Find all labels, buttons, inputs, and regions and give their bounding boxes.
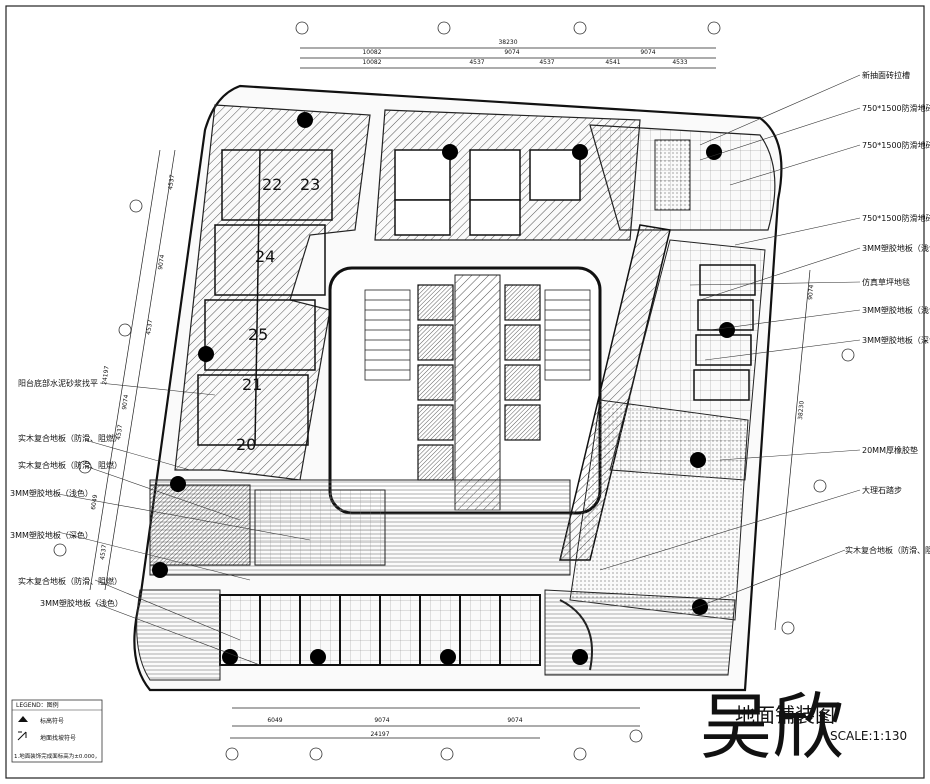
legend-note: 1.地面装饰完成面标高为±0.000，	[14, 752, 100, 760]
left-wing-hatch	[174, 104, 371, 481]
leaders-left	[57, 382, 311, 666]
dim-left-2: 9074	[157, 254, 166, 270]
annotation-right-1: 新抽面砖拉槽	[862, 70, 910, 80]
room-number-2: 24	[255, 247, 275, 266]
dim-left-6: 4537	[115, 424, 124, 440]
dim-left-5: 9074	[121, 394, 130, 410]
annotation-left-7: 3MM塑胶地板（浅色）	[40, 598, 123, 608]
dim-top-row2-5: 4533	[672, 59, 687, 66]
room-number-3: 25	[248, 325, 268, 344]
middle-dark-floor	[149, 484, 251, 566]
annotation-left-4: 3MM塑胶地板（浅色）	[10, 488, 93, 498]
legend-item-level: 标高符号	[40, 717, 64, 725]
room-number-5: 21	[242, 375, 262, 394]
dim-top-3: 9074	[640, 49, 655, 56]
drawing-scale: SCALE:1:130	[830, 729, 907, 743]
annotation-right-7: 3MM塑胶地板（浅色）	[862, 305, 930, 315]
watermark-text: 吴欣	[700, 685, 844, 769]
left-wing-rooms	[197, 149, 333, 446]
top-wing-rooms	[394, 149, 581, 236]
annotation-left-1: 阳台底部水泥砂浆找平	[18, 378, 98, 388]
annotation-left-2: 实木复合地板（防滑、阻燃）	[18, 433, 122, 443]
room-number-4: 23	[300, 175, 320, 194]
dim-top-row2-4: 4541	[605, 59, 620, 66]
dim-top-total: 38230	[498, 39, 517, 46]
annotation-right-3: 750*1500防滑地砖	[862, 140, 930, 150]
dim-top-row2-3: 4537	[539, 59, 554, 66]
annotation-right-4: 750*1500防滑地砖	[862, 213, 930, 223]
dim-left-8: 4537	[99, 544, 108, 560]
annotation-left-3: 实木复合地板（防滑、阻燃）	[18, 460, 122, 470]
room-number-1: 22	[262, 175, 282, 194]
curved-steps	[559, 599, 593, 671]
annotation-left-5: 3MM塑胶地板（深色）	[10, 530, 93, 540]
bottom-rooms	[219, 594, 541, 666]
dim-top-row2-1: 10082	[362, 59, 381, 66]
annotation-right-10: 大理石踏步	[862, 485, 902, 495]
legend-box	[11, 699, 103, 763]
dim-top-row2-2: 4537	[469, 59, 484, 66]
room-number-6: 20	[236, 435, 256, 454]
dim-bottom-1: 6049	[267, 717, 282, 724]
dim-left-1: 4537	[167, 174, 176, 190]
dim-right-1: 9074	[807, 284, 815, 300]
dim-top-2: 9074	[504, 49, 519, 56]
bottom-left-floor	[136, 589, 221, 681]
dim-bottom-3: 9074	[507, 717, 522, 724]
dim-top-1: 10082	[362, 49, 381, 56]
annotation-right-2: 750*1500防滑地砖	[862, 103, 930, 113]
annotation-right-9: 20MM厚橡胶垫	[862, 445, 918, 455]
right-lower-zone	[569, 399, 749, 621]
annotation-right-11: 实木复合地板（防滑、阻燃）	[845, 545, 930, 555]
page-border	[5, 5, 925, 779]
slope-symbol-icon	[17, 731, 27, 741]
dim-bottom-2: 9074	[374, 717, 389, 724]
core-elevators	[417, 284, 541, 481]
drawing-title: 地面铺装图	[735, 703, 835, 727]
dim-left-7: 6049	[90, 494, 99, 510]
leaders-right	[599, 74, 861, 611]
core-shaft	[454, 274, 501, 511]
annotation-left-6: 实木复合地板（防滑、阻燃）	[18, 576, 122, 586]
level-symbol-icon	[18, 716, 28, 722]
dim-right-2: 38230	[797, 400, 806, 420]
dim-left-3: 4537	[145, 319, 154, 335]
annotation-right-6: 仿真草坪地毯	[862, 277, 910, 287]
axis-bubbles	[53, 21, 855, 761]
dim-bottom-total: 24197	[370, 731, 389, 738]
marker-dots	[152, 112, 735, 665]
annotation-right-8: 3MM塑胶地板（深色）	[862, 335, 930, 345]
legend-item-slope: 地面找坡符号	[40, 734, 76, 742]
legend-title: LEGEND：图例	[16, 701, 59, 709]
annotation-right-5: 3MM塑胶地板（浅色）	[862, 243, 930, 253]
pebble-strip	[654, 139, 691, 211]
dim-left-4: 24197	[101, 365, 111, 385]
dimension-lines	[89, 47, 811, 739]
core-stairs	[364, 289, 591, 381]
middle-grid-floor	[254, 489, 386, 566]
